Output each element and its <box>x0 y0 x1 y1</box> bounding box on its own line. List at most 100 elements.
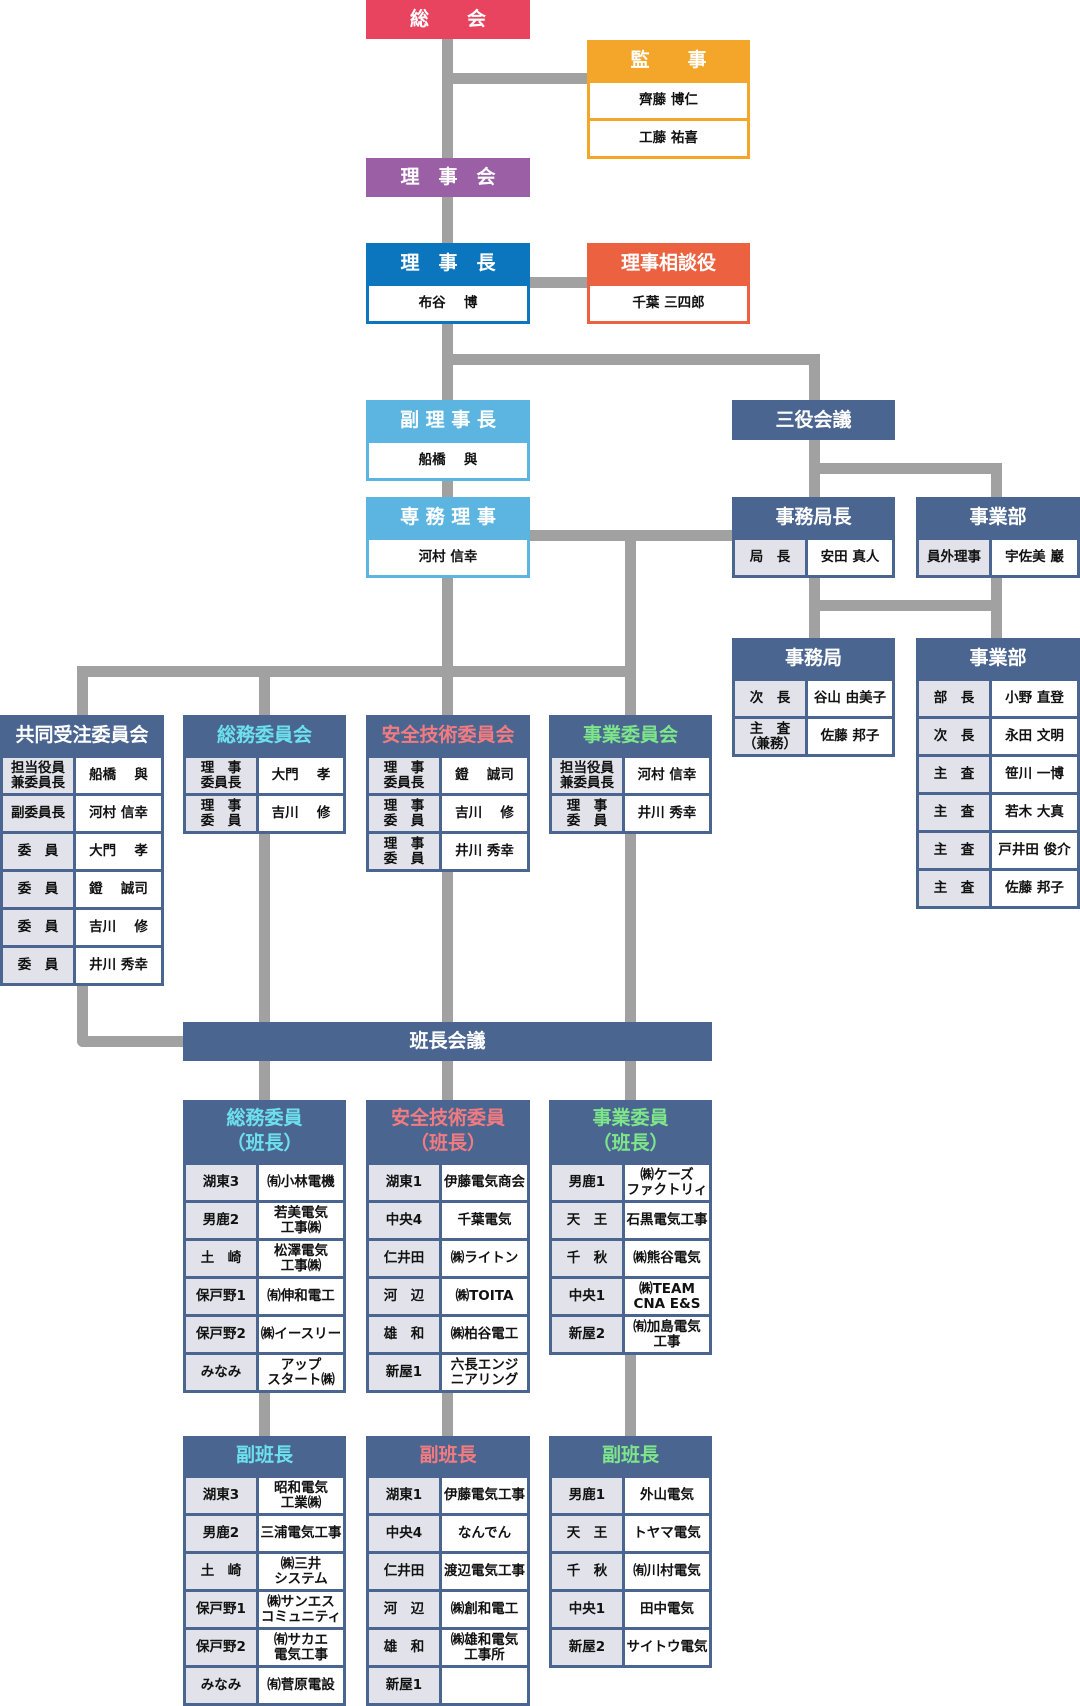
member-name: ㈲伸和電工 <box>259 1279 343 1314</box>
role-label: 次 長 <box>919 719 989 754</box>
member-name: ㈲小林電機 <box>259 1165 343 1200</box>
role-label: 新屋2 <box>552 1317 622 1352</box>
box-kyodo: 共同受注委員会担当役員 兼委員長船橋 與副委員長河村 信幸委 員大門 孝委 員鐙… <box>0 715 164 986</box>
box-title: 理 事 長 <box>366 243 530 283</box>
member-name: なんでん <box>442 1516 527 1551</box>
box-rijicho: 理 事 長布谷 博 <box>366 243 530 324</box>
role-label: 保戸野1 <box>186 1592 256 1627</box>
box-title: 事業部 <box>916 638 1080 678</box>
member-name: 谷山 由美子 <box>808 681 892 716</box>
box-hancho-kaigi: 班長会議 <box>183 1022 712 1061</box>
role-label: 理 事 委 員 <box>552 796 622 831</box>
member-name: 六長エンジ ニアリング <box>442 1355 527 1390</box>
member-name: 渡辺電気工事 <box>442 1554 527 1589</box>
role-label: 主 査 <box>919 871 989 906</box>
box-rows: 員外理事宇佐美 巖 <box>916 537 1080 578</box>
role-label: 保戸野2 <box>186 1317 256 1352</box>
box-rows: 理 事 委員長大門 孝理 事 委 員吉川 修 <box>183 755 346 834</box>
box-rows: 次 長谷山 由美子主 査 （兼務）佐藤 邦子 <box>732 678 895 757</box>
box-jimukyokucho: 事務局長局 長安田 真人 <box>732 497 895 578</box>
box-fukurijicho: 副 理 事 長船橋 與 <box>366 400 530 481</box>
member-name: ㈱ケーズ ファクトリィ <box>625 1165 709 1200</box>
member-name: ㈱創和電工 <box>442 1592 527 1627</box>
connector-sodanyaku <box>528 277 588 288</box>
member-name: 鐙 誠司 <box>76 872 161 907</box>
box-rijikai: 理 事 会 <box>366 158 530 197</box>
box-rows: 河村 信幸 <box>366 537 530 578</box>
role-label: 理 事 委 員 <box>369 796 439 831</box>
box-title: 理 事 会 <box>366 158 530 197</box>
member-name: 昭和電気 工業㈱ <box>259 1478 343 1513</box>
member-name: ㈲加島電気 工事 <box>625 1317 709 1352</box>
box-title: 専 務 理 事 <box>366 497 530 537</box>
role-label: 委 員 <box>3 834 73 869</box>
member-name: 伊藤電気工事 <box>442 1478 527 1513</box>
role-label: 千 秋 <box>552 1554 622 1589</box>
box-rows: 船橋 與 <box>366 440 530 481</box>
role-label: 中央1 <box>552 1592 622 1627</box>
box-title: 三役会議 <box>732 400 895 440</box>
connector-jigyo-column <box>625 530 636 1440</box>
role-label: 土 崎 <box>186 1241 256 1276</box>
box-title: 副班長 <box>183 1436 346 1475</box>
member-name: 笹川 一博 <box>992 757 1077 792</box>
member-name: トヤマ電気 <box>625 1516 709 1551</box>
role-label: 中央4 <box>369 1203 439 1238</box>
box-title: 総務委員会 <box>183 715 346 755</box>
box-rows: 布谷 博 <box>366 283 530 324</box>
role-label: 新屋1 <box>369 1668 439 1703</box>
member-name: ㈲川村電気 <box>625 1554 709 1589</box>
box-title: 総務委員 （班長） <box>183 1100 346 1162</box>
box-rows: 担当役員 兼委員長船橋 與副委員長河村 信幸委 員大門 孝委 員鐙 誠司委 員吉… <box>0 755 164 986</box>
role-label: 河 辺 <box>369 1279 439 1314</box>
member-name: ㈱雄和電気 工事所 <box>442 1630 527 1665</box>
member-name: ㈱三井 システム <box>259 1554 343 1589</box>
member-name: ㈱サンエス コミュニティ <box>259 1592 343 1627</box>
box-title: 事業委員会 <box>549 715 712 755</box>
member-name: ㈱柏谷電工 <box>442 1317 527 1352</box>
member-name <box>442 1668 527 1703</box>
box-title: 事務局長 <box>732 497 895 537</box>
member-name: サイトウ電気 <box>625 1630 709 1665</box>
box-somu: 総務委員会理 事 委員長大門 孝理 事 委 員吉川 修 <box>183 715 346 834</box>
box-rows: 齊藤 博仁工藤 祐喜 <box>587 80 750 159</box>
member-name: 若木 大真 <box>992 795 1077 830</box>
role-label: 員外理事 <box>919 540 989 575</box>
role-label: 次 長 <box>735 681 805 716</box>
role-label: 男鹿1 <box>552 1165 622 1200</box>
member-name: ㈱イースリー <box>259 1317 343 1352</box>
member-name: 千葉 三四郎 <box>590 286 747 321</box>
role-label: 男鹿2 <box>186 1516 256 1551</box>
box-title: 副 理 事 長 <box>366 400 530 440</box>
connector-sanyaku-v <box>809 354 820 404</box>
role-label: 中央1 <box>552 1279 622 1314</box>
box-sanyaku: 三役会議 <box>732 400 895 440</box>
role-label: 千 秋 <box>552 1241 622 1276</box>
connector-kyodo-v <box>77 666 88 718</box>
box-rows: 担当役員 兼委員長河村 信幸理 事 委 員井川 秀幸 <box>549 755 712 834</box>
role-label: 湖東1 <box>369 1478 439 1513</box>
box-sodanyaku: 理事相談役千葉 三四郎 <box>587 243 750 324</box>
member-name: 船橋 與 <box>76 758 161 793</box>
member-name: 千葉電気 <box>442 1203 527 1238</box>
connector-jimukyoku-h <box>809 600 1002 611</box>
member-name: 安田 真人 <box>808 540 892 575</box>
role-label: 主 査 <box>919 757 989 792</box>
member-name: ㈲サカエ 電気工事 <box>259 1630 343 1665</box>
member-name: 戸井田 俊介 <box>992 833 1077 868</box>
box-jimukyoku: 事務局次 長谷山 由美子主 査 （兼務）佐藤 邦子 <box>732 638 895 757</box>
role-label: 理 事 委員長 <box>186 758 256 793</box>
box-title: 副班長 <box>366 1436 530 1475</box>
box-title: 事務局 <box>732 638 895 678</box>
member-name: 吉川 修 <box>442 796 527 831</box>
role-label: 湖東3 <box>186 1478 256 1513</box>
role-label: 土 崎 <box>186 1554 256 1589</box>
member-name: 船橋 與 <box>369 443 527 478</box>
role-label: 委 員 <box>3 910 73 945</box>
connector-jigyobu-h <box>809 463 1002 474</box>
